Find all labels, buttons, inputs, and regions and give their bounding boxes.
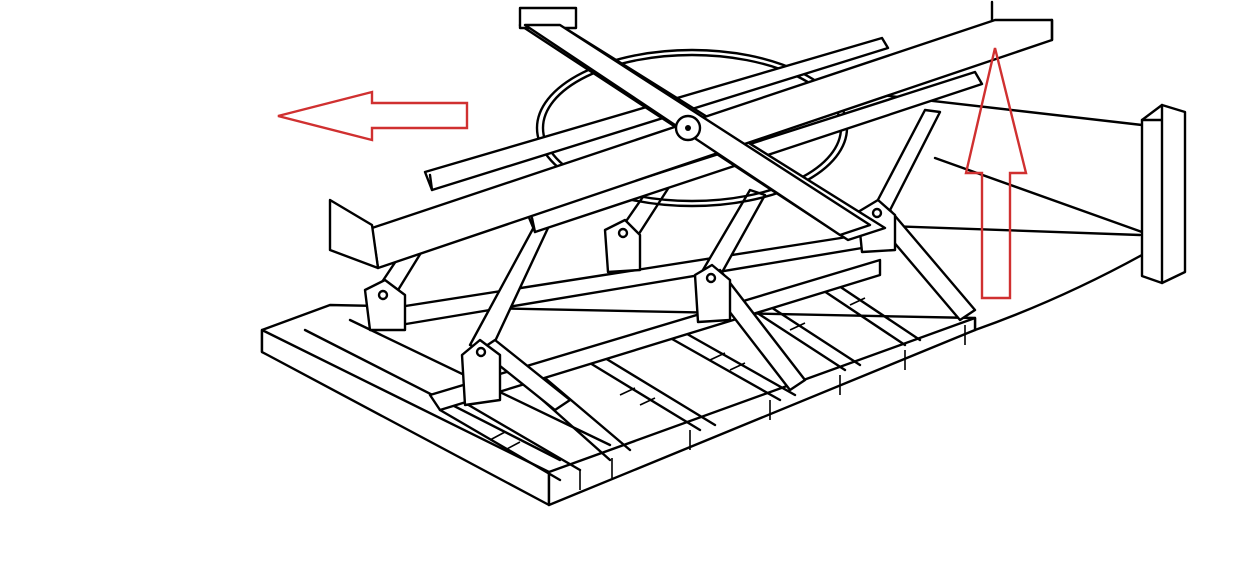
center-pin [685,125,691,131]
horizontal-motion-arrow [277,90,469,142]
pivot-pin [377,289,389,301]
base-slats [438,278,922,482]
pivot-pin [871,207,883,219]
back-frame [853,90,1144,332]
pivot-pin [475,346,487,358]
corner-post [1140,103,1187,285]
base-platform [260,303,977,507]
vertical-lift-arrow [964,47,1028,300]
pivot-pin [617,227,629,239]
pivot-pin [705,272,717,284]
pivot-brackets [363,198,897,407]
